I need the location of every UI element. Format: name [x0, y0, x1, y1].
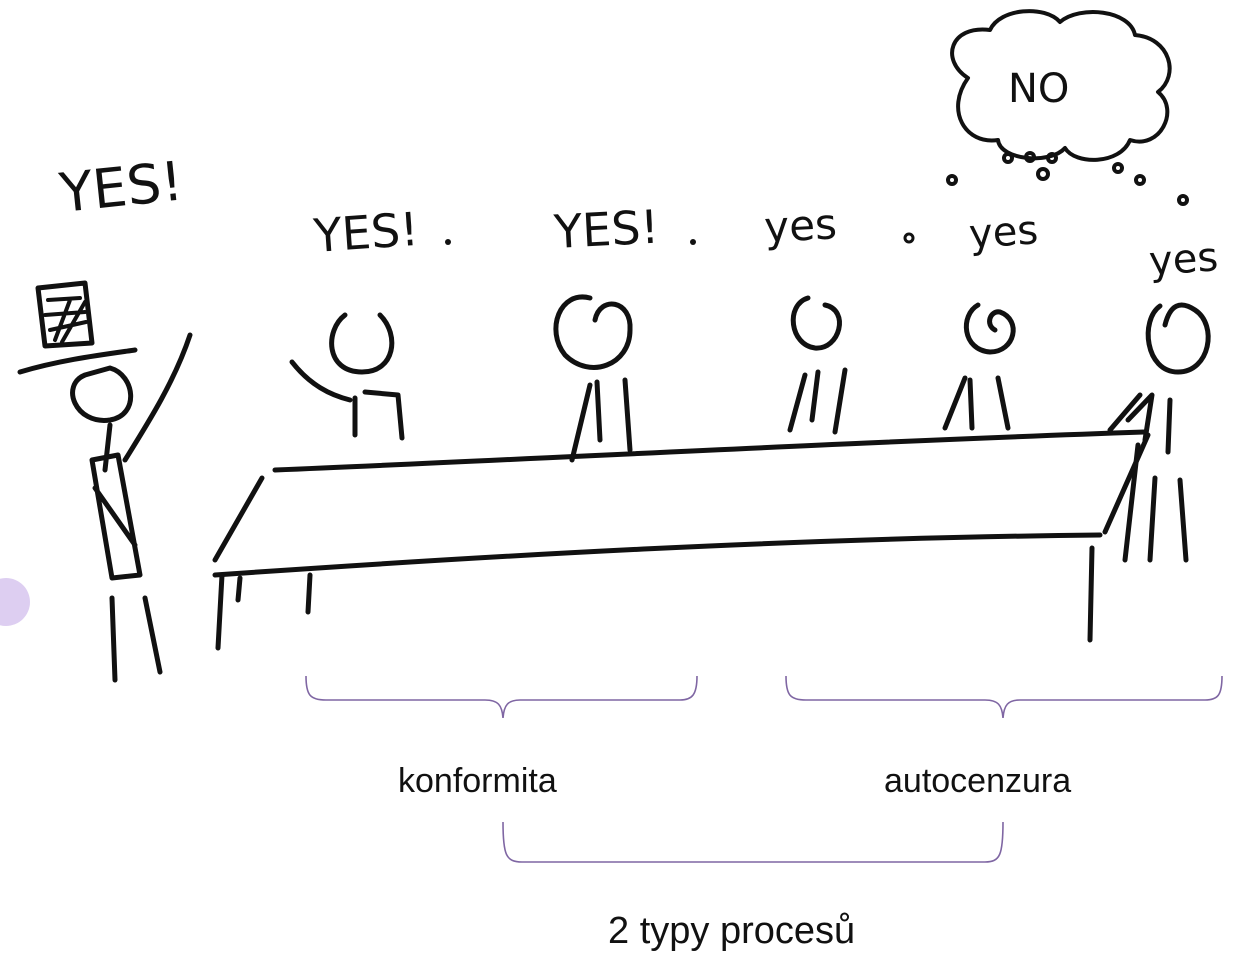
label-autocenzura: autocenzura — [884, 762, 1072, 800]
brace-autocenzura — [785, 675, 1223, 719]
person-5 — [1107, 302, 1211, 563]
person-1 — [289, 312, 405, 441]
label-konformita: konformita — [398, 762, 557, 800]
table — [212, 429, 1151, 651]
speech-person-1: YES! — [311, 202, 420, 263]
brace-konformita — [305, 675, 698, 719]
brace-combined — [502, 821, 1004, 863]
dot — [445, 239, 451, 245]
thought-bubbles — [946, 151, 1189, 206]
speech-person-2: YES! — [552, 200, 660, 259]
dot — [903, 232, 915, 244]
speech-person-5: yes — [1147, 234, 1219, 285]
speech-leader: YES! — [56, 149, 186, 225]
label-process-types: 2 typy procesů — [608, 910, 856, 952]
person-3 — [787, 295, 848, 435]
thought-text: NO — [1008, 66, 1069, 112]
leader-figure — [17, 280, 193, 683]
person-2 — [553, 294, 633, 463]
speech-person-3: yes — [763, 199, 838, 252]
speech-person-4: yes — [967, 207, 1039, 258]
person-4 — [942, 302, 1016, 431]
dot — [690, 239, 696, 245]
